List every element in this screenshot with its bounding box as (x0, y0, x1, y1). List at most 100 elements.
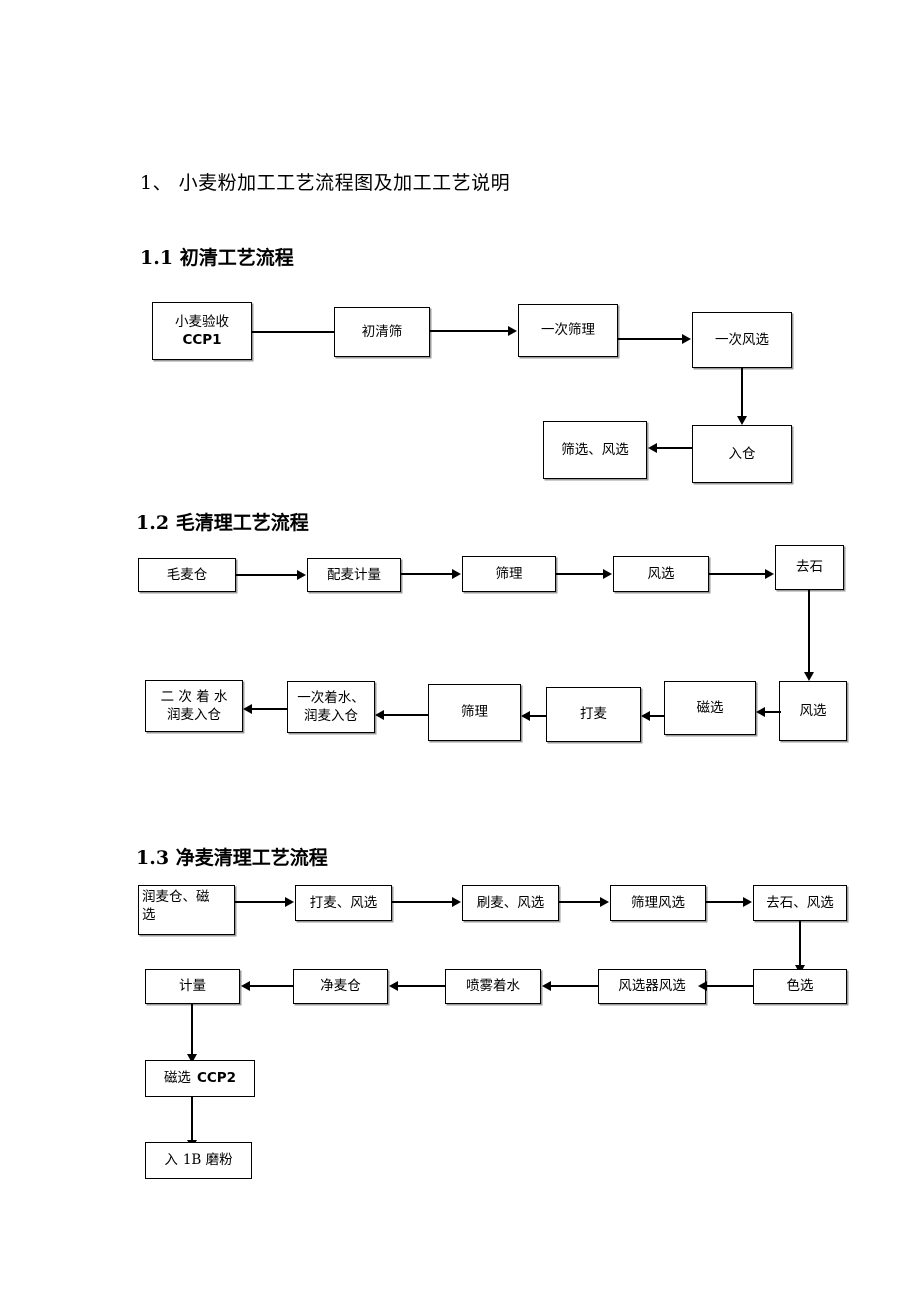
flow-node-air-separation-1-2[interactable]: 风选 (613, 556, 709, 592)
node-label-line1: 一次着水、 (297, 689, 365, 706)
connector-line (551, 985, 598, 987)
flow-node-first-dampening[interactable]: 一次着水、 润麦入仓 (287, 681, 375, 733)
connector-line (398, 985, 445, 987)
flow-node-first-sieving[interactable]: 一次筛理 (518, 304, 618, 357)
flow-node-destoning[interactable]: 去石 (775, 545, 844, 590)
flow-node-into-silo[interactable]: 入仓 (692, 425, 792, 483)
node-label: 毛麦仓 (166, 566, 208, 583)
node-label-line1: 入 (164, 1152, 178, 1169)
arrow-head-left-icon (243, 704, 252, 714)
flow-node-tempering-silo-magnetic[interactable]: 润麦仓、磁 选 (138, 885, 235, 935)
node-label: 色选 (786, 978, 814, 995)
flow-node-wheat-blending-metering[interactable]: 配麦计量 (307, 558, 401, 592)
arrow-head-left-icon (241, 981, 250, 991)
arrow-head-left-icon (641, 711, 650, 721)
connector-line (191, 1097, 193, 1140)
connector-line (765, 711, 781, 713)
arrow-head-right-icon (452, 569, 461, 579)
flow-node-color-sorting[interactable]: 色选 (753, 969, 847, 1004)
flow-node-sieving-air-separation[interactable]: 筛理风选 (610, 885, 706, 921)
node-label-line2: CCP1 (182, 332, 222, 348)
node-label: 净麦仓 (320, 978, 361, 995)
flow-node-sieving-1-2[interactable]: 筛理 (462, 556, 556, 592)
node-label-line1: 二 次 着 水 (160, 688, 228, 705)
flow-node-metering[interactable]: 计量 (145, 969, 240, 1004)
flow-node-wheat-beating[interactable]: 打麦 (546, 687, 641, 742)
arrow-head-left-icon (698, 981, 707, 991)
node-label-line1: 磁选 (163, 1070, 191, 1087)
connector-line (709, 573, 765, 575)
arrow-head-right-icon (297, 570, 306, 580)
node-label-line2: 1B 磨粉 (182, 1152, 233, 1169)
flow-node-magnetic-separation-1-2[interactable]: 磁选 (664, 681, 756, 735)
flow-node-beating-air-separation[interactable]: 打麦、风选 (295, 885, 392, 921)
connector-line (191, 1004, 193, 1054)
section-number-1-1: 1.1 (140, 247, 174, 269)
node-label: 去石、风选 (766, 894, 834, 911)
node-label: 初清筛 (361, 323, 403, 340)
flow-node-clean-wheat-silo[interactable]: 净麦仓 (293, 969, 388, 1004)
node-label: 筛理 (495, 565, 523, 582)
arrow-head-right-icon (600, 897, 609, 907)
arrow-head-left-icon (648, 443, 657, 453)
node-label: 磁选 (696, 699, 724, 716)
connector-line (384, 714, 429, 716)
arrow-head-left-icon (375, 710, 384, 720)
arrow-head-right-icon (743, 897, 752, 907)
section-heading-1-1: 1.1 初清工艺流程 (140, 243, 294, 270)
flow-node-air-classifier[interactable]: 风选器风选 (598, 969, 706, 1004)
node-label-line2: CCP2 (196, 1070, 237, 1087)
section-title-1-3: 净麦清理工艺流程 (175, 847, 328, 869)
arrow-head-left-icon (521, 711, 530, 721)
connector-line (530, 715, 547, 717)
arrow-head-right-icon (285, 897, 294, 907)
connector-line (618, 338, 682, 340)
node-label: 筛理风选 (631, 894, 685, 911)
arrow-head-right-icon (452, 897, 461, 907)
node-label: 风选器风选 (618, 978, 686, 995)
connector-line (236, 574, 297, 576)
connector-line (657, 447, 692, 449)
flow-node-spray-dampening[interactable]: 喷雾着水 (445, 969, 541, 1004)
flow-node-first-air-separation[interactable]: 一次风选 (692, 312, 792, 368)
flow-node-sieving-2-1-2[interactable]: 筛理 (428, 684, 521, 741)
flow-node-magnetic-separation-ccp2[interactable]: 磁选 CCP2 (145, 1060, 255, 1097)
connector-line (799, 921, 801, 965)
flow-node-to-1b-milling[interactable]: 入 1B 磨粉 (145, 1142, 252, 1179)
flow-node-raw-wheat-silo[interactable]: 毛麦仓 (138, 558, 236, 592)
flow-node-air-separation-2-1-2[interactable]: 风选 (779, 681, 847, 741)
flow-node-sieve-air-select[interactable]: 筛选、风选 (543, 421, 647, 479)
arrow-head-right-icon (765, 569, 774, 579)
flow-node-pre-cleaning-sieve[interactable]: 初清筛 (334, 307, 430, 357)
node-label: 喷雾着水 (466, 978, 520, 995)
node-label: 配麦计量 (327, 566, 381, 583)
connector-line (430, 330, 508, 332)
section-heading-1-2: 1.2 毛清理工艺流程 (136, 508, 309, 535)
arrow-head-right-icon (508, 326, 517, 336)
node-label-line2: 润麦入仓 (167, 707, 221, 723)
section-heading-1-3: 1.3 净麦清理工艺流程 (136, 843, 328, 870)
node-label: 一次风选 (715, 331, 769, 348)
arrow-head-right-icon (603, 569, 612, 579)
node-label: 风选 (799, 702, 827, 719)
section-number-1-3: 1.3 (136, 847, 170, 869)
connector-line (235, 901, 285, 903)
arrow-head-down-icon (737, 416, 747, 425)
section-number-1-2: 1.2 (136, 512, 170, 534)
page-title: 1、 小麦粉加工工艺流程图及加工工艺说明 (140, 172, 511, 194)
flow-node-brushing-air-separation[interactable]: 刷麦、风选 (462, 885, 559, 921)
connector-line (252, 708, 288, 710)
flow-node-wheat-acceptance[interactable]: 小麦验收 CCP1 (152, 302, 252, 360)
node-label: 去石 (796, 559, 823, 576)
flow-node-destoning-air-separation[interactable]: 去石、风选 (753, 885, 847, 921)
connector-line (392, 901, 452, 903)
section-title-1-2: 毛清理工艺流程 (175, 512, 309, 534)
node-label: 筛选、风选 (561, 441, 629, 458)
arrow-head-right-icon (682, 334, 691, 344)
arrow-head-down-icon (187, 1054, 197, 1063)
connector-line (556, 573, 603, 575)
node-label: 打麦、风选 (309, 894, 378, 911)
flow-node-second-dampening[interactable]: 二 次 着 水 润麦入仓 (145, 680, 243, 732)
node-label-line1: 小麦验收 (175, 313, 229, 330)
node-label-line1: 润麦仓、磁 (142, 889, 210, 905)
